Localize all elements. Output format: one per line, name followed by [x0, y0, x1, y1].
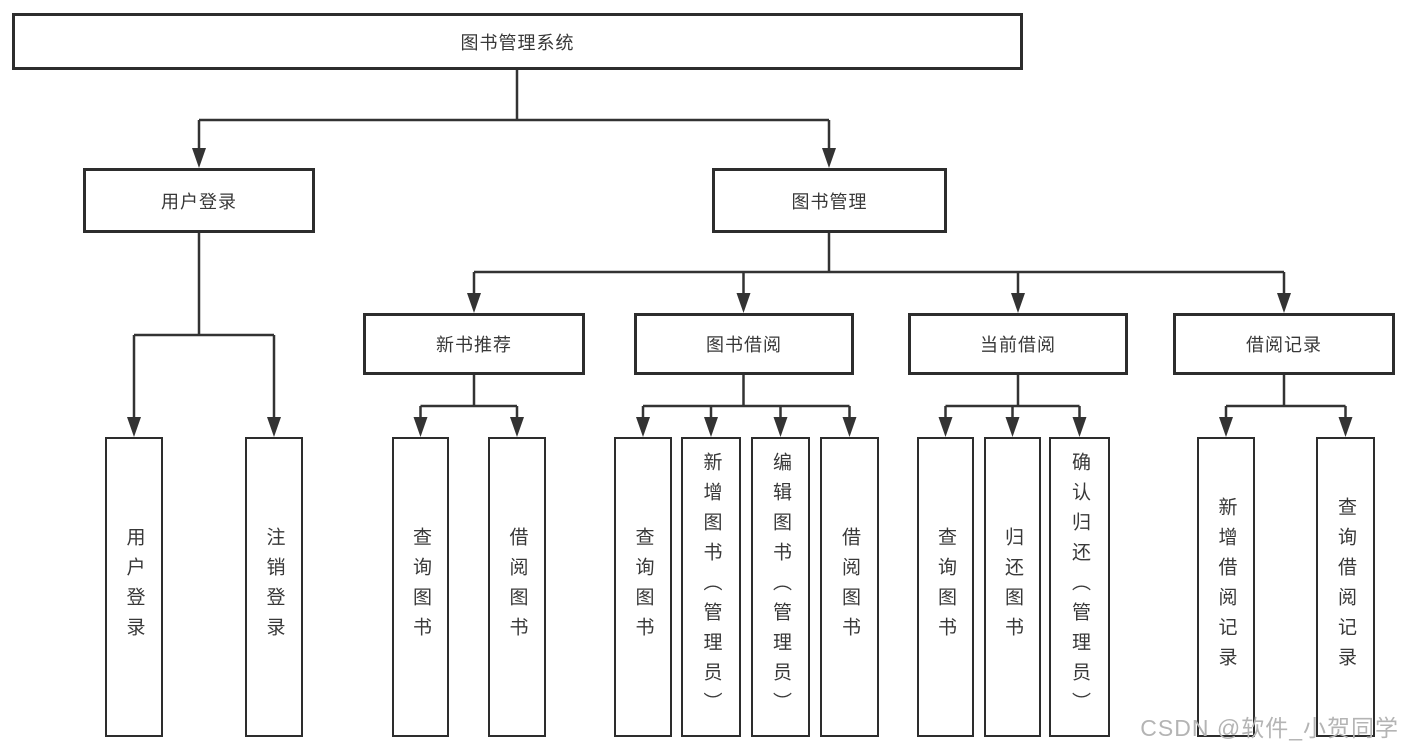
arrowhead-icon [1219, 417, 1233, 437]
arrowhead-icon [1005, 417, 1020, 437]
node-book-management-module: 图书管理 [712, 168, 947, 233]
arrowhead-group [127, 148, 1353, 437]
leaf-label: 借阅图书 [839, 527, 860, 647]
arrowhead-icon [704, 417, 718, 437]
arrowhead-icon [636, 417, 650, 437]
leaf-label: 新增图书（管理员） [700, 452, 722, 722]
leaf-label: 注销登录 [263, 527, 285, 647]
leaf-label: 用户登录 [123, 527, 145, 647]
leaf-label: 借阅图书 [506, 527, 528, 647]
leaf-label: 确认归还（管理员） [1069, 452, 1090, 722]
leaf-label: 查询图书 [935, 527, 956, 647]
leaf-logout: 注销登录 [245, 437, 303, 737]
node-borrowing-records: 借阅记录 [1173, 313, 1395, 375]
leaf-return-books: 归还图书 [984, 437, 1041, 737]
leaf-query-books-current: 查询图书 [917, 437, 974, 737]
node-book-borrowing: 图书借阅 [634, 313, 854, 375]
node-current-borrowing: 当前借阅 [908, 313, 1128, 375]
arrowhead-icon [267, 417, 281, 437]
leaf-label: 查询图书 [632, 527, 654, 647]
leaf-label: 查询借阅记录 [1335, 497, 1356, 677]
arrowhead-icon [1338, 417, 1353, 437]
leaf-add-borrow-record: 新增借阅记录 [1197, 437, 1255, 737]
leaf-borrow-books-recommend: 借阅图书 [488, 437, 546, 737]
node-new-book-recommend: 新书推荐 [363, 313, 585, 375]
arrowhead-icon [842, 417, 857, 437]
connector-bookborrow-to-leaves [641, 375, 851, 419]
arrowhead-icon [1277, 293, 1291, 313]
arrowhead-icon [773, 417, 788, 437]
leaf-query-books-borrowing: 查询图书 [614, 437, 672, 737]
arrowhead-icon [413, 417, 428, 437]
leaf-borrow-books-borrowing: 借阅图书 [820, 437, 879, 737]
leaf-query-books-recommend: 查询图书 [392, 437, 449, 737]
node-library-management-system: 图书管理系统 [12, 13, 1023, 70]
leaf-label: 归还图书 [1002, 527, 1023, 647]
leaf-query-borrow-record: 查询借阅记录 [1316, 437, 1375, 737]
connector-userlogin-to-leaves [132, 233, 276, 419]
connector-root-to-level2 [197, 69, 831, 150]
arrowhead-icon [1072, 417, 1087, 437]
leaf-add-books-admin: 新增图书（管理员） [681, 437, 741, 737]
csdn-watermark: CSDN @软件_小贺同学 [1140, 715, 1399, 741]
node-user-login-module: 用户登录 [83, 168, 315, 233]
connector-currentborrow-to-leaves [944, 375, 1081, 419]
leaf-label: 查询图书 [410, 527, 431, 647]
arrowhead-icon [822, 148, 836, 168]
arrowhead-icon [1011, 293, 1025, 313]
leaf-label: 编辑图书（管理员） [770, 452, 791, 722]
leaf-user-login: 用户登录 [105, 437, 163, 737]
connector-borrowrecord-to-leaves [1224, 375, 1347, 419]
connector-newbook-to-leaves [419, 375, 519, 419]
leaf-confirm-return-admin: 确认归还（管理员） [1049, 437, 1110, 737]
arrowhead-icon [938, 417, 953, 437]
connector-bookmgmt-to-level3 [472, 233, 1286, 295]
arrowhead-icon [736, 293, 751, 313]
arrowhead-icon [510, 417, 524, 437]
arrowhead-icon [192, 148, 206, 168]
leaf-label: 新增借阅记录 [1215, 497, 1237, 677]
arrowhead-icon [127, 417, 141, 437]
leaf-edit-books-admin: 编辑图书（管理员） [751, 437, 810, 737]
arrowhead-icon [467, 293, 481, 313]
